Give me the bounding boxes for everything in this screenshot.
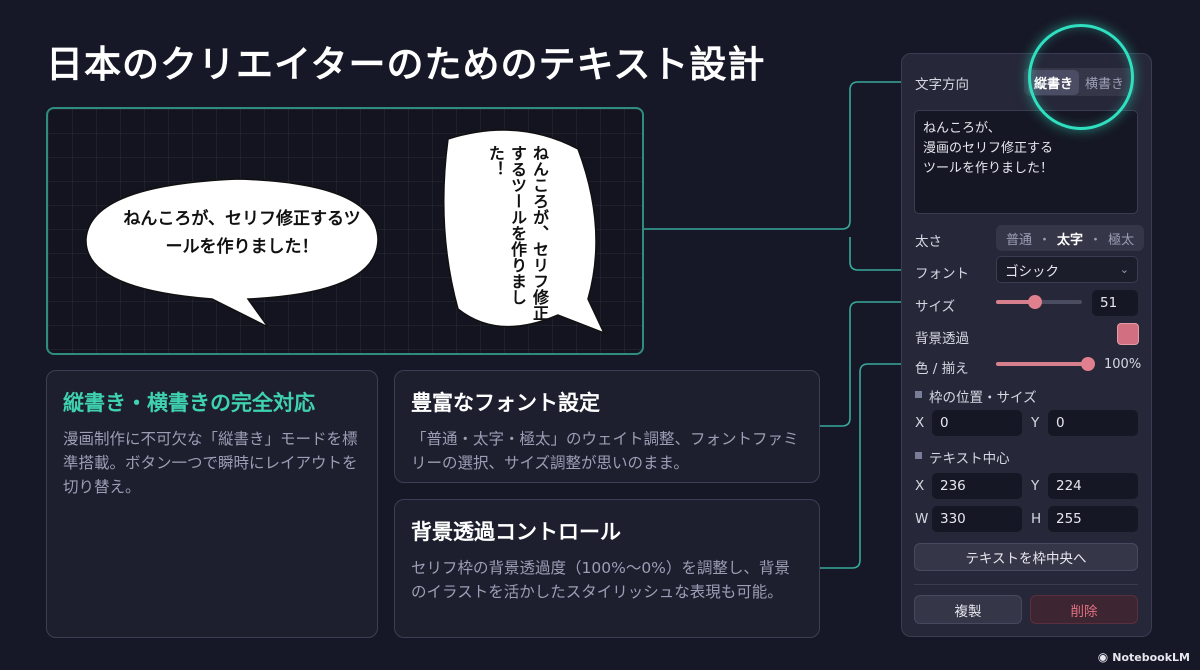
weight-option-extra-bold[interactable]: 極太 bbox=[1108, 232, 1135, 248]
frame-x-label: X bbox=[915, 415, 925, 431]
width-label: W bbox=[915, 511, 929, 527]
horizontal-speech-bubble bbox=[85, 178, 379, 328]
background-color-swatch[interactable] bbox=[1117, 323, 1139, 345]
center-x-label: X bbox=[915, 478, 925, 494]
font-select[interactable]: ゴシック ⌄ bbox=[996, 256, 1138, 283]
center-y-label: Y bbox=[1031, 478, 1040, 494]
duplicate-button[interactable]: 複製 bbox=[914, 595, 1022, 624]
feature-card-background: 背景透過コントロール セリフ枠の背景透過度（100%〜0%）を調整し、背景のイラ… bbox=[394, 499, 820, 638]
vertical-speech-bubble bbox=[443, 129, 606, 335]
delete-button[interactable]: 削除 bbox=[1030, 595, 1138, 624]
font-select-value: ゴシック bbox=[1005, 263, 1059, 280]
weight-option-bold[interactable]: 太字 bbox=[1057, 232, 1084, 248]
brand-name: NotebookLM bbox=[1112, 650, 1190, 664]
section-marker-icon bbox=[915, 452, 922, 459]
font-label: フォント bbox=[915, 266, 969, 282]
weight-toggle[interactable]: 普通 ・ 太字 ・ 極太 bbox=[996, 225, 1145, 251]
feature-card-writing-direction: 縦書き・横書きの完全対応 漫画制作に不可欠な「縦書き」モードを標準搭載。ボタン一… bbox=[46, 370, 378, 638]
page-title: 日本のクリエイターのためのテキスト設計 bbox=[46, 43, 766, 86]
frame-section-title: 枠の位置・サイズ bbox=[929, 390, 1037, 406]
feature-card-fonts: 豊富なフォント設定 「普通・太字・極太」のウェイト調整、フォントファミリーの選択… bbox=[394, 370, 820, 483]
background-opacity-label: 背景透過 bbox=[915, 331, 969, 347]
speech-bubbles bbox=[85, 129, 606, 335]
frame-y-input[interactable]: 0 bbox=[1048, 410, 1138, 436]
horizontal-bubble-text: ねんころが、セリフ修正するツールを作りました！ bbox=[123, 209, 361, 257]
size-slider-fill bbox=[996, 300, 1035, 304]
chevron-down-icon: ⌄ bbox=[1119, 263, 1129, 276]
opacity-slider[interactable] bbox=[996, 357, 1095, 371]
card-body: 「普通・太字・極太」のウェイト調整、フォントファミリーの選択、サイズ調整が思いの… bbox=[411, 430, 799, 472]
divider bbox=[914, 584, 1138, 585]
height-input[interactable]: 255 bbox=[1048, 506, 1138, 532]
size-input[interactable]: 51 bbox=[1092, 290, 1138, 316]
section-marker-icon bbox=[915, 391, 922, 398]
vertical-bubble-text: ねんころが、セリフ修正するツールを作りました！ bbox=[486, 145, 549, 321]
center-y-input[interactable]: 224 bbox=[1048, 473, 1138, 499]
size-slider-thumb[interactable] bbox=[1027, 295, 1042, 309]
weight-option-normal[interactable]: 普通 bbox=[1006, 232, 1033, 248]
card-body: セリフ枠の背景透過度（100%〜0%）を調整し、背景のイラストを活かしたスタイリ… bbox=[411, 559, 790, 601]
frame-y-label: Y bbox=[1031, 415, 1040, 431]
center-text-button[interactable]: テキストを枠中央へ bbox=[914, 543, 1138, 571]
opacity-slider-fill bbox=[996, 362, 1088, 366]
size-slider[interactable] bbox=[996, 295, 1082, 309]
highlight-ring bbox=[1028, 24, 1134, 130]
size-label: サイズ bbox=[915, 299, 956, 315]
height-label: H bbox=[1031, 511, 1042, 527]
notebooklm-logo-icon: ◉ bbox=[1097, 650, 1109, 664]
width-input[interactable]: 330 bbox=[932, 506, 1022, 532]
preview-canvas[interactable]: ねんころが、セリフ修正するツールを作りました！ ねんころが、セリフ修正するツール… bbox=[46, 107, 644, 355]
card-heading: 縦書き・横書きの完全対応 bbox=[63, 391, 315, 415]
card-heading: 背景透過コントロール bbox=[411, 520, 621, 544]
text-center-section-title: テキスト中心 bbox=[929, 451, 1010, 467]
weight-label: 太さ bbox=[915, 234, 942, 250]
color-align-label: 色 / 揃え bbox=[915, 361, 969, 377]
opacity-slider-thumb[interactable] bbox=[1081, 357, 1095, 371]
brand-footer: ◉ NotebookLM bbox=[1098, 650, 1190, 664]
card-body: 漫画制作に不可欠な「縦書き」モードを標準搭載。ボタン一つで瞬時にレイアウトを切り… bbox=[63, 430, 358, 496]
opacity-value: 100% bbox=[1104, 357, 1142, 372]
card-heading: 豊富なフォント設定 bbox=[411, 391, 600, 415]
center-x-input[interactable]: 236 bbox=[932, 473, 1022, 499]
frame-x-input[interactable]: 0 bbox=[932, 410, 1022, 436]
text-content-textarea[interactable]: ねんころが、 漫画のセリフ修正する ツールを作りました！ bbox=[914, 110, 1138, 214]
direction-label: 文字方向 bbox=[915, 77, 969, 93]
